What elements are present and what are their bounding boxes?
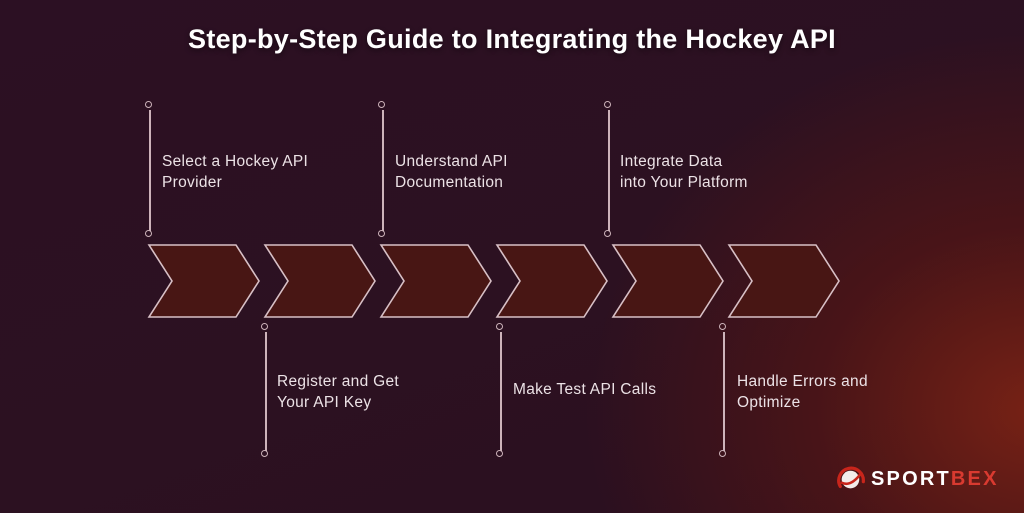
step-label-line: Select a Hockey API bbox=[162, 153, 309, 170]
step-label: Select a Hockey API Provider bbox=[162, 151, 308, 193]
step-label-line: into Your Platform bbox=[620, 174, 748, 191]
sportbex-ball-icon bbox=[837, 466, 865, 489]
connector-line bbox=[265, 332, 267, 451]
connector-dot bbox=[378, 101, 385, 108]
step-label: Understand API Documentation bbox=[395, 151, 508, 193]
connector-line bbox=[382, 110, 384, 231]
connector-dot bbox=[145, 101, 152, 108]
connector-dot bbox=[604, 230, 611, 237]
step-label-line: Handle Errors and bbox=[737, 373, 868, 390]
step-label-line: Optimize bbox=[737, 394, 801, 411]
sportbex-logo: SPORTBEX bbox=[836, 464, 999, 494]
connector-dot bbox=[378, 230, 385, 237]
chevron-arrow-4 bbox=[495, 244, 608, 318]
page-title: Step-by-Step Guide to Integrating the Ho… bbox=[188, 24, 836, 54]
connector-dot bbox=[719, 450, 726, 457]
chevron-arrow-2 bbox=[263, 244, 376, 318]
chevron-arrow-3 bbox=[379, 244, 492, 318]
connector-dot bbox=[145, 230, 152, 237]
step-label: Make Test API Calls bbox=[513, 379, 656, 400]
connector-line bbox=[149, 110, 151, 231]
logo-text: SPORTBEX bbox=[871, 468, 999, 491]
connector-dot bbox=[261, 450, 268, 457]
step-label: Handle Errors and Optimize bbox=[737, 371, 868, 413]
chevron-arrow-5 bbox=[611, 244, 724, 318]
step-label-line: Integrate Data bbox=[620, 153, 723, 170]
step-label-line: Make Test API Calls bbox=[513, 381, 657, 398]
connector-dot bbox=[496, 450, 503, 457]
chevron-arrow-1 bbox=[147, 244, 260, 318]
connector-dot bbox=[261, 323, 268, 330]
step-label-line: Register and Get bbox=[277, 373, 399, 390]
connector-line bbox=[608, 110, 610, 231]
step-label-line: Your API Key bbox=[277, 394, 372, 411]
step-label-line: Documentation bbox=[395, 174, 504, 191]
step-label: Integrate Data into Your Platform bbox=[620, 151, 748, 193]
connector-dot bbox=[496, 323, 503, 330]
chevron-arrow-6 bbox=[727, 244, 840, 318]
step-label: Register and Get Your API Key bbox=[277, 371, 399, 413]
chevron-arrow-row bbox=[147, 244, 840, 318]
logo-text-accent: BEX bbox=[950, 467, 999, 490]
logo-text-primary: SPORT bbox=[871, 467, 951, 490]
connector-line bbox=[723, 332, 725, 451]
connector-line bbox=[500, 332, 502, 451]
step-label-line: Provider bbox=[162, 174, 223, 191]
connector-dot bbox=[604, 101, 611, 108]
step-label-line: Understand API bbox=[395, 153, 508, 170]
connector-dot bbox=[719, 323, 726, 330]
